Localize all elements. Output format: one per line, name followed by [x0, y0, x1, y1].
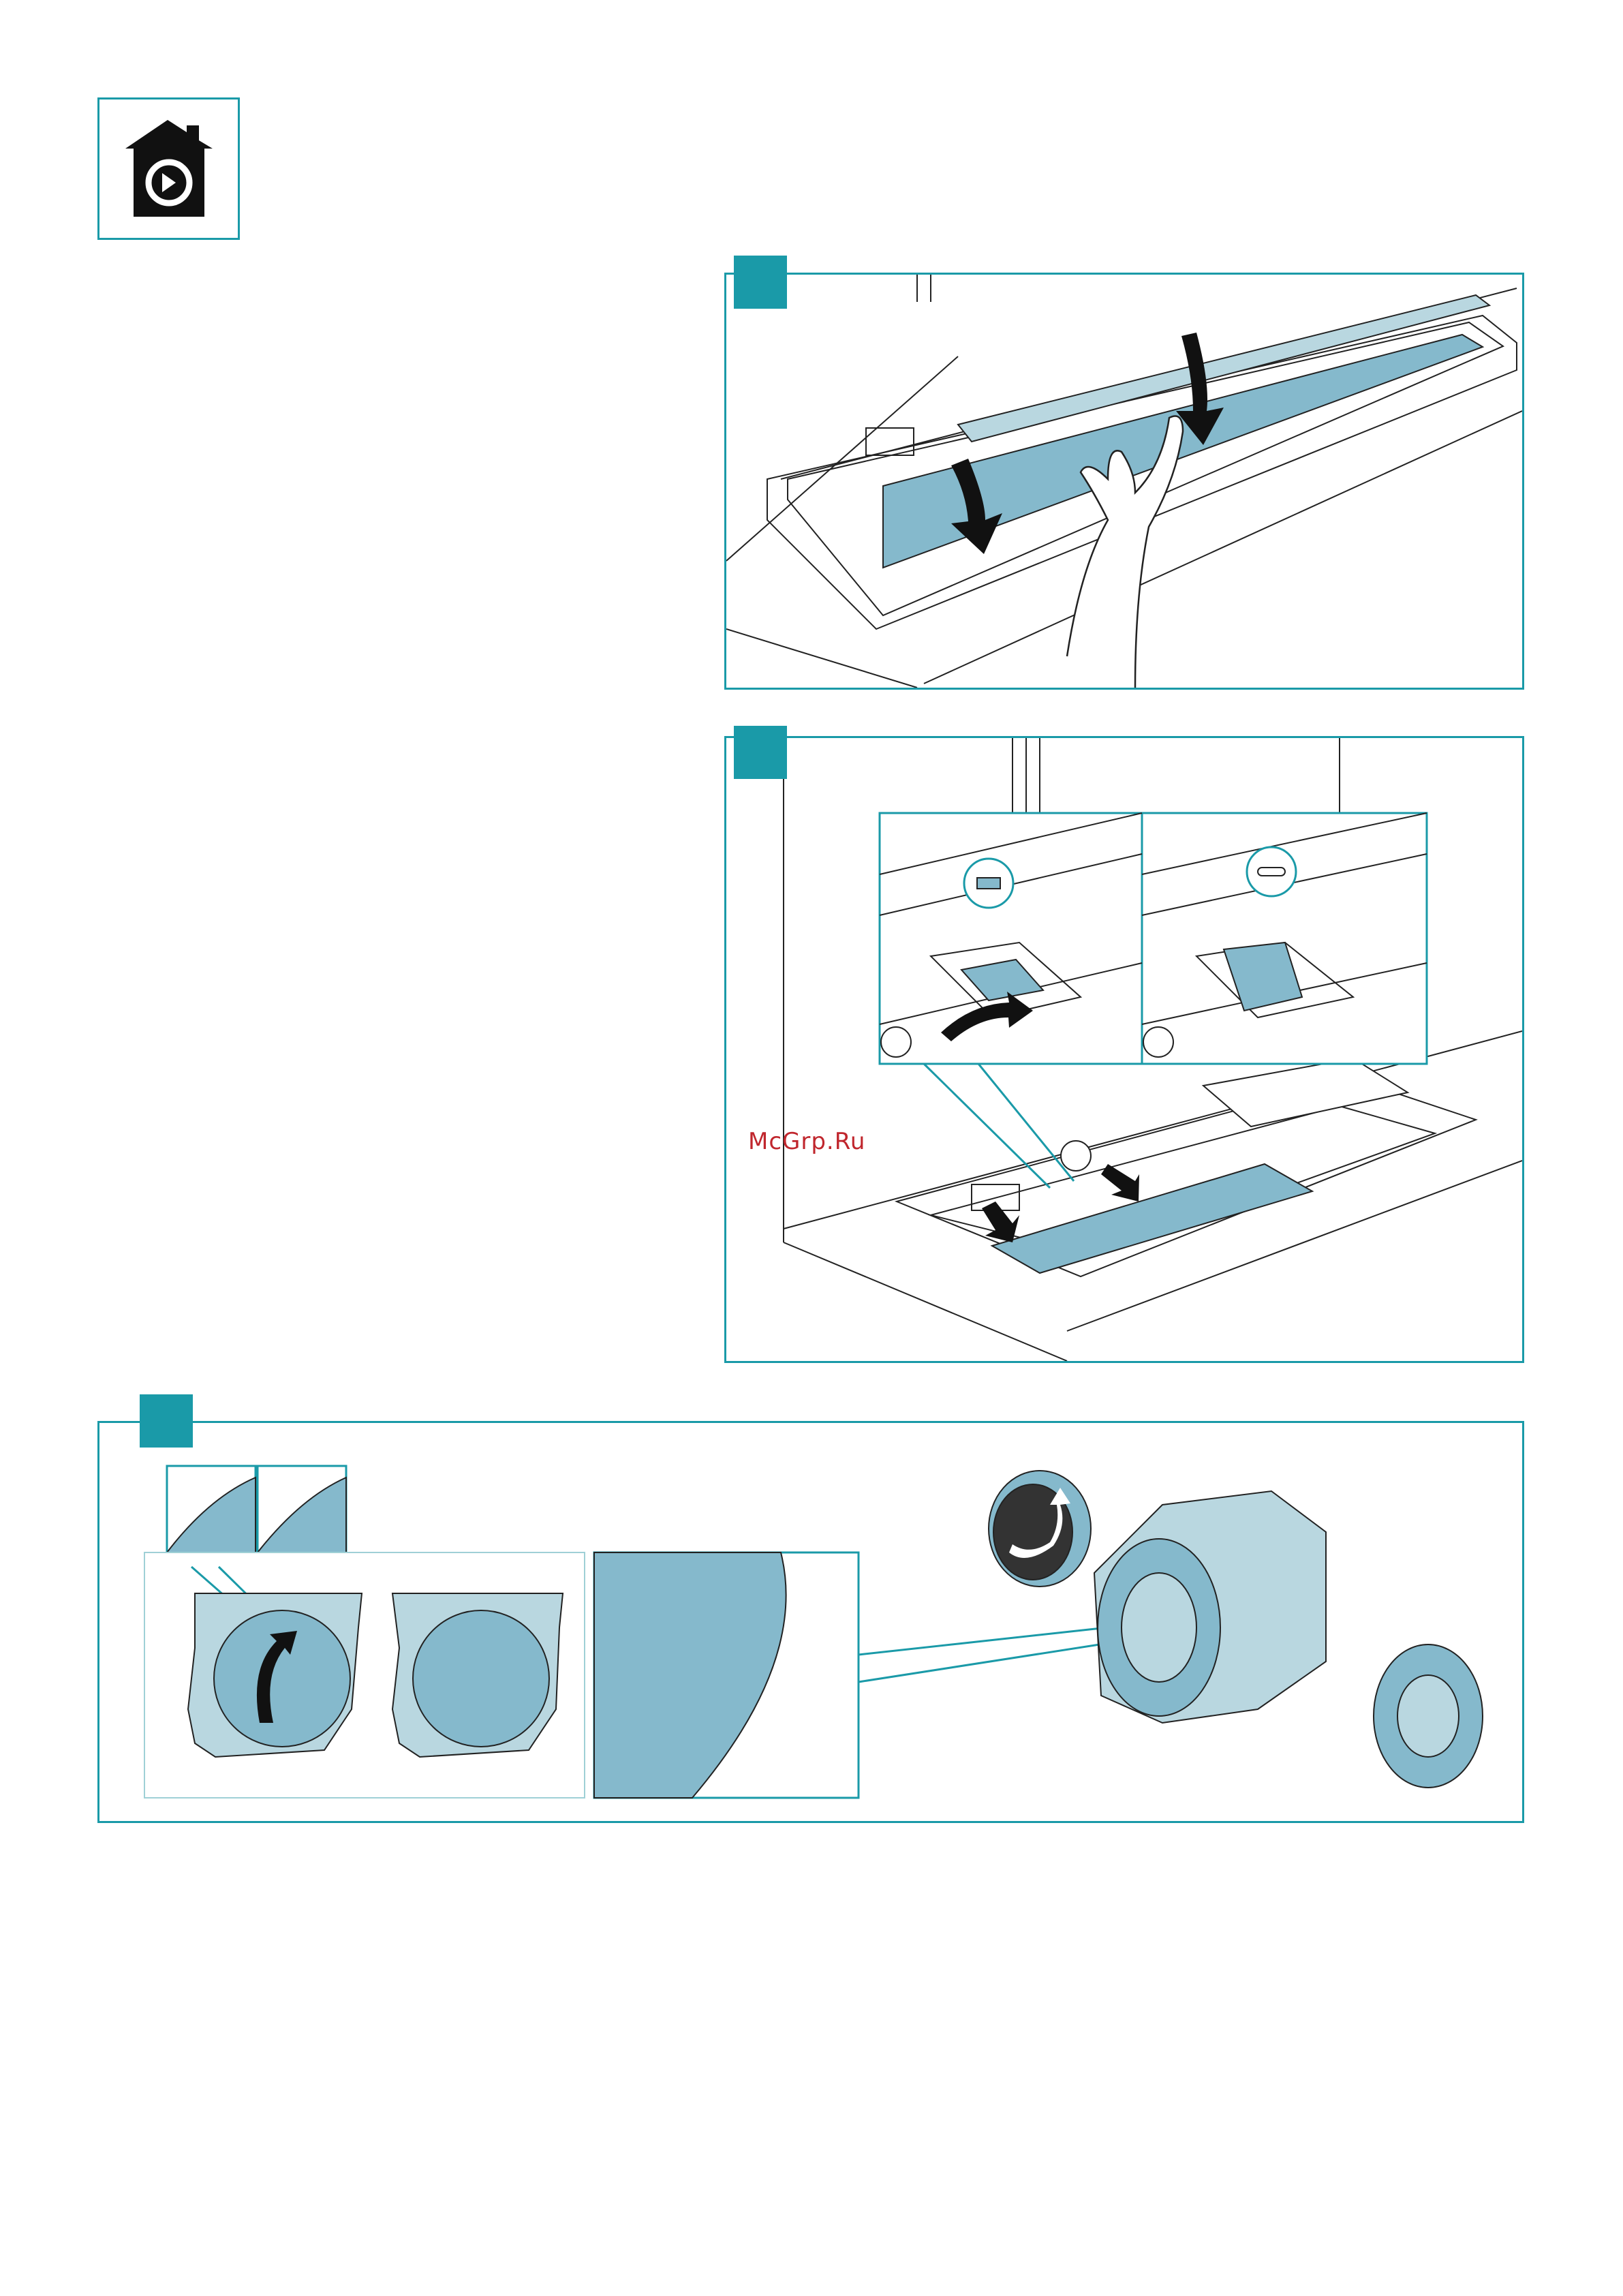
- step-2-tab: [734, 726, 787, 779]
- filter-latch-illustration: [726, 738, 1522, 1361]
- fan-filter-rotation-illustration: [99, 1423, 1522, 1821]
- home-recirculation-icon: [99, 100, 238, 238]
- step-3-tab: [140, 1394, 193, 1448]
- step-1-panel: [724, 273, 1524, 690]
- step-2-panel: [724, 736, 1524, 1363]
- header-icon-box: [97, 97, 240, 240]
- watermark: McGrp.Ru: [748, 1128, 865, 1155]
- hand-pulling-filter-illustration: [726, 275, 1522, 688]
- step-3-panel: [97, 1421, 1524, 1823]
- step-1-tab: [734, 256, 787, 309]
